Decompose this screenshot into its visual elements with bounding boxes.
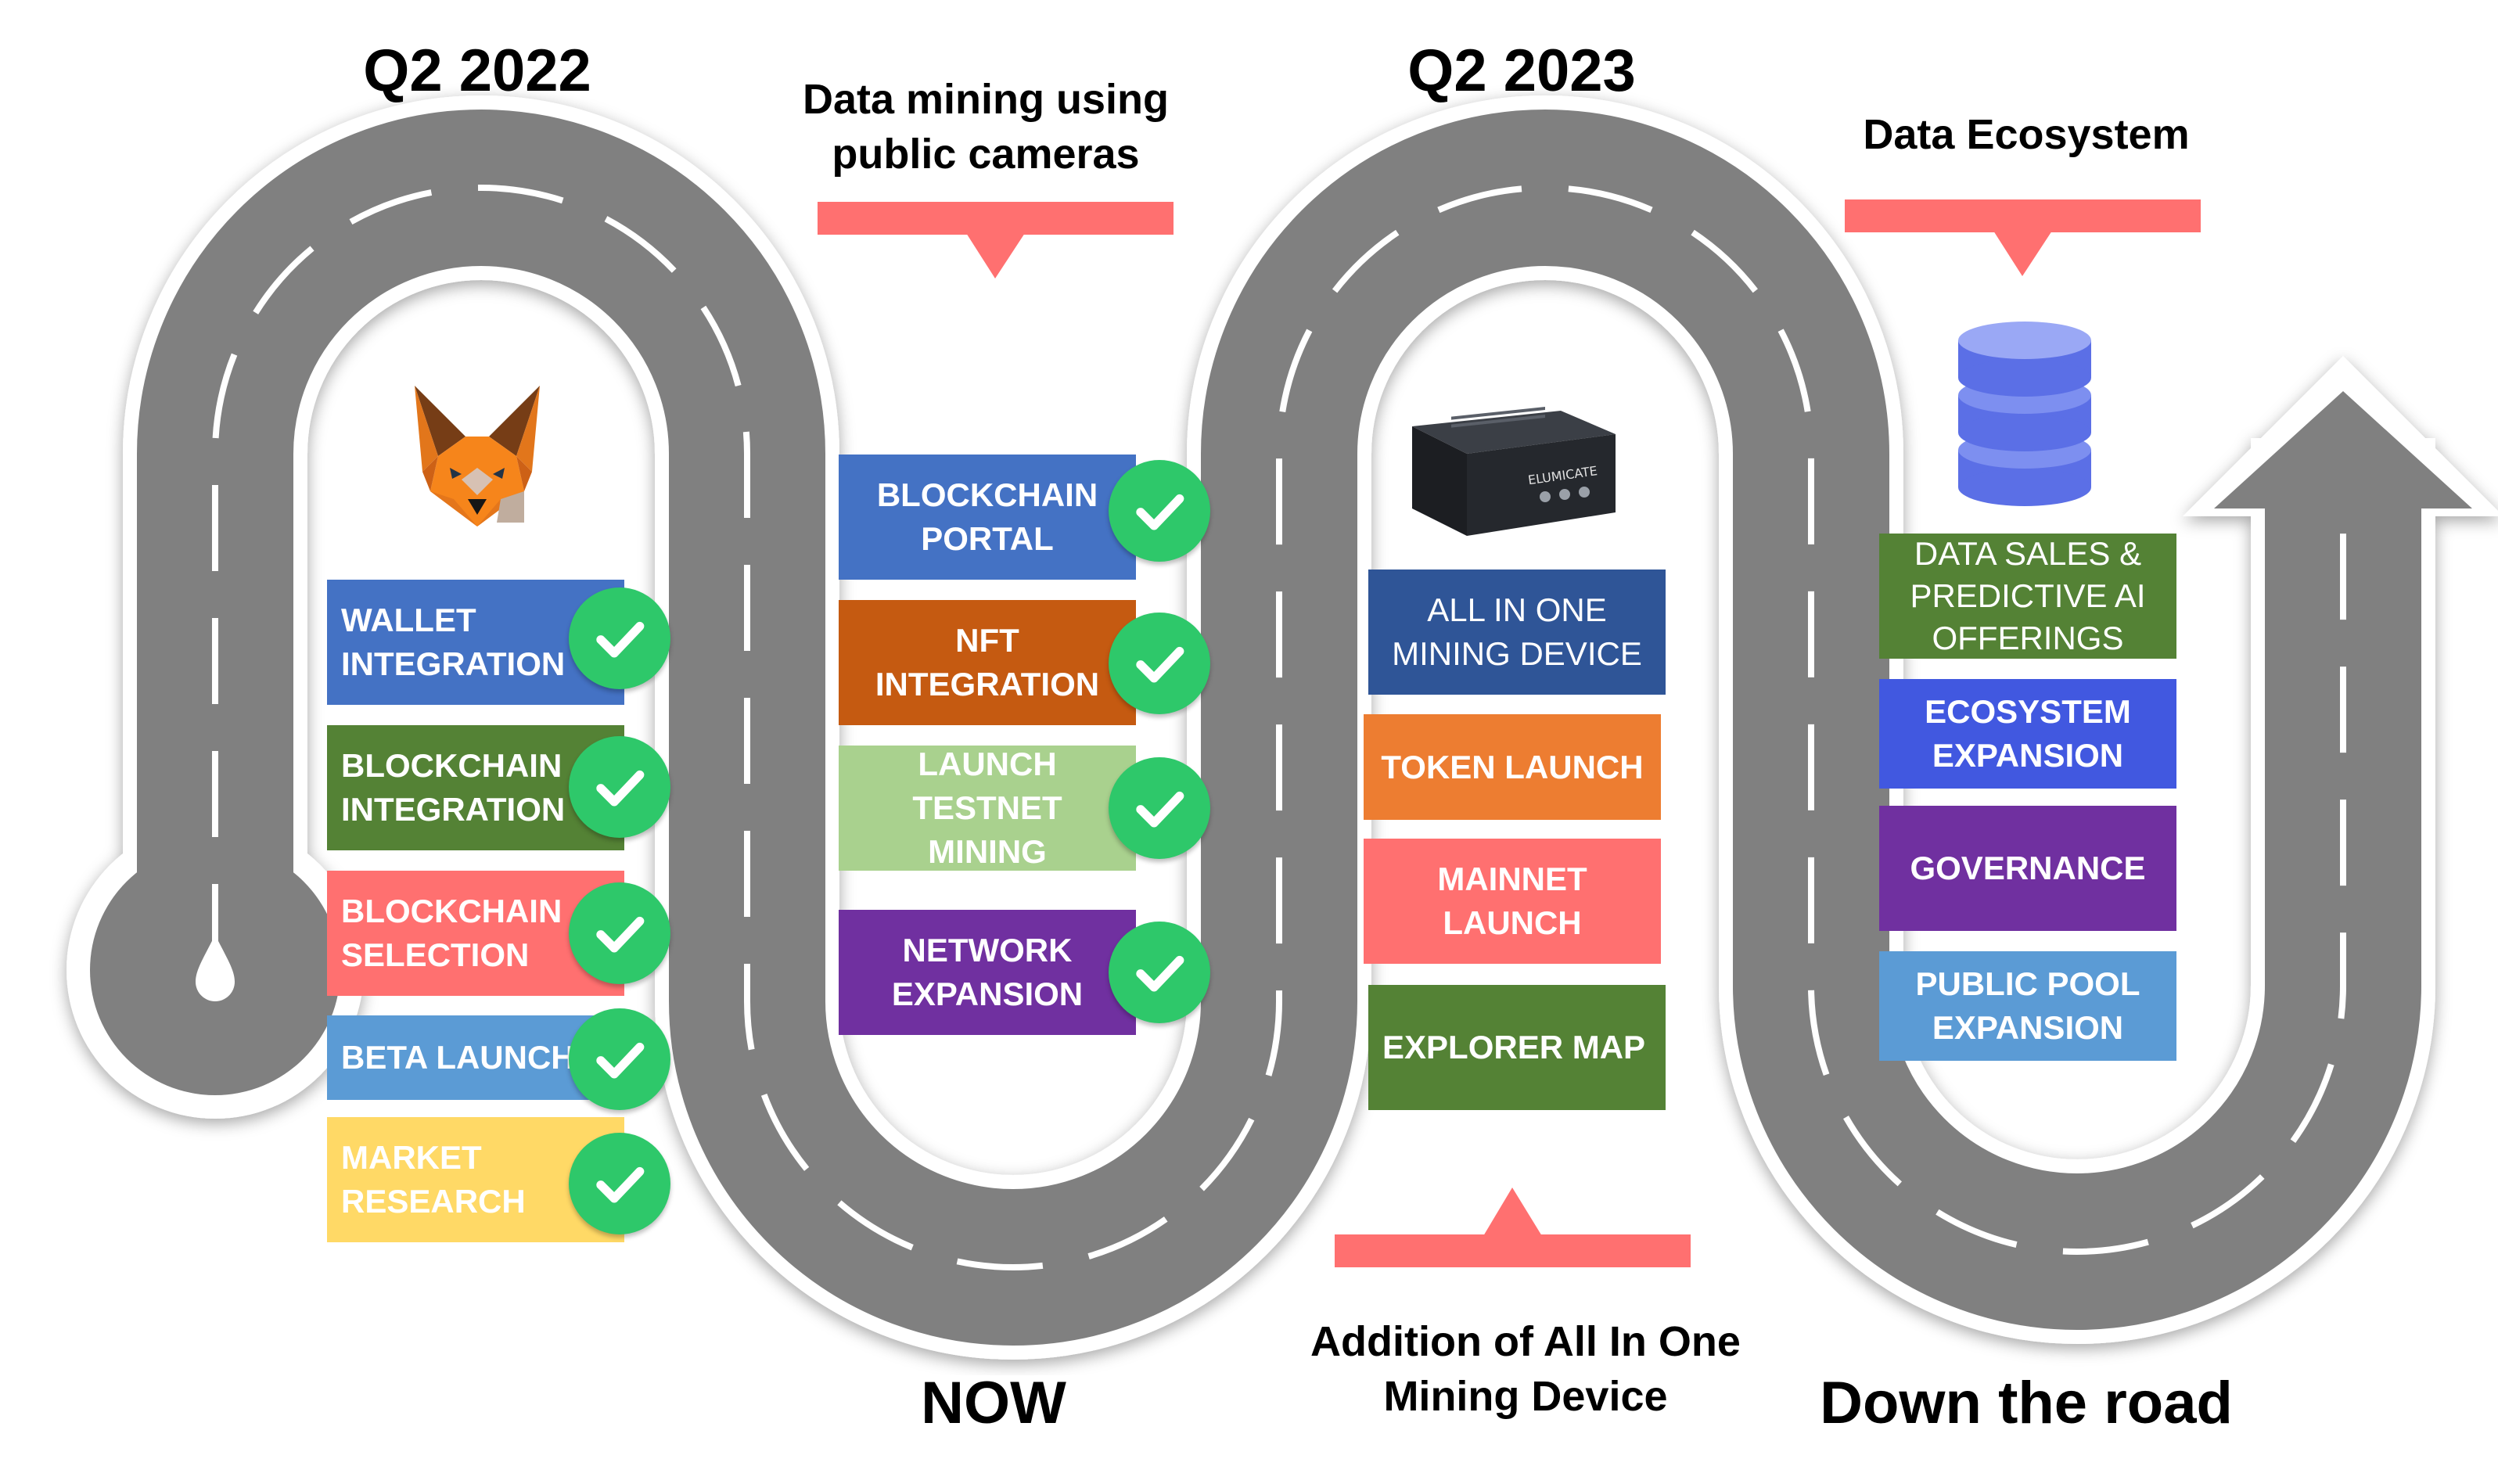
milestone-blockchain-portal: BLOCKCHAIN PORTAL xyxy=(839,455,1136,580)
heading-q2-2022: Q2 2022 xyxy=(363,38,591,104)
milestone-all-in-one-mining-device: ALL IN ONE MINING DEVICE xyxy=(1368,570,1666,695)
heading-data-mining: Data mining using public cameras xyxy=(802,76,1170,178)
milestone-token-launch: TOKEN LAUNCH xyxy=(1364,714,1661,820)
milestone-governance: GOVERNANCE xyxy=(1879,806,2176,931)
heading-down-the-road: Down the road xyxy=(1820,1370,2233,1436)
milestone-launch-testnet-mining: LAUNCH TESTNET MINING xyxy=(839,746,1136,871)
check-icon xyxy=(569,1008,670,1110)
milestone-mainnet-launch: MAINNET LAUNCH xyxy=(1364,839,1661,964)
check-icon xyxy=(569,736,670,838)
banner-addition xyxy=(1335,1188,1691,1267)
check-icon xyxy=(1109,460,1210,562)
milestone-data-sales-predictive-ai: DATA SALES & PREDICTIVE AI OFFERINGS xyxy=(1879,534,2176,659)
check-icon xyxy=(1109,613,1210,714)
heading-now: NOW xyxy=(921,1370,1066,1436)
milestone-ecosystem-expansion: ECOSYSTEM EXPANSION xyxy=(1879,679,2176,789)
heading-data-ecosystem: Data Ecosystem xyxy=(1863,111,2190,158)
mining-device-icon: ELUMICATE xyxy=(1412,407,1616,536)
check-icon xyxy=(569,587,670,689)
heading-q2-2023: Q2 2023 xyxy=(1407,38,1636,104)
check-icon xyxy=(569,1133,670,1234)
milestone-market-research: MARKET RESEARCH xyxy=(327,1117,624,1242)
check-icon xyxy=(569,882,670,984)
milestone-blockchain-selection: BLOCKCHAIN SELECTION xyxy=(327,871,624,996)
milestone-network-expansion: NETWORK EXPANSION xyxy=(839,910,1136,1035)
database-icon xyxy=(1958,322,2091,506)
heading-addition: Addition of All In One Mining Device xyxy=(1310,1318,1741,1420)
check-icon xyxy=(1109,757,1210,859)
check-icon xyxy=(1109,922,1210,1023)
metamask-fox-icon xyxy=(415,386,540,526)
milestone-explorer-map: EXPLORER MAP xyxy=(1368,985,1666,1110)
milestone-public-pool-expansion: PUBLIC POOL EXPANSION xyxy=(1879,951,2176,1061)
milestone-nft-integration: NFT INTEGRATION xyxy=(839,600,1136,725)
banner-data-mining xyxy=(818,202,1174,278)
banner-data-ecosystem xyxy=(1845,199,2201,276)
